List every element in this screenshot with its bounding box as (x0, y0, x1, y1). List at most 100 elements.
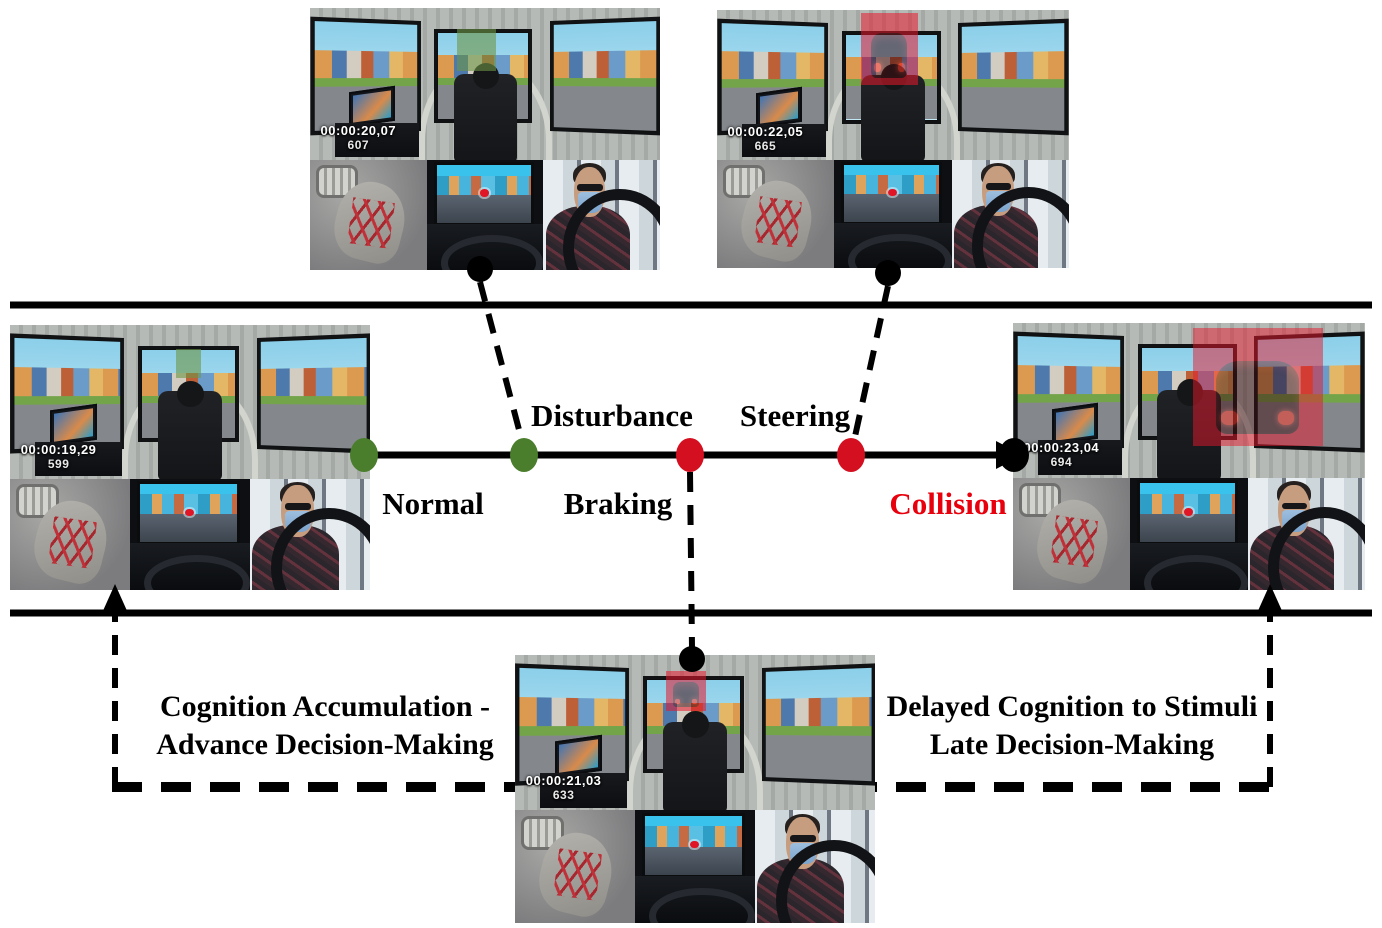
buildings (844, 175, 940, 195)
right-monitor (549, 16, 660, 136)
camera-strip (1013, 477, 1365, 590)
buildings (721, 51, 825, 80)
timestamp-time: 00:00:22,05 (727, 123, 804, 139)
camera-strip (10, 478, 370, 590)
road (844, 194, 940, 222)
timestamp-frame: 665 (754, 138, 777, 153)
glasses (284, 503, 312, 510)
road-view-camera (1130, 477, 1248, 590)
steering-wheel (440, 235, 544, 270)
gaze-dot (184, 508, 194, 517)
road (645, 846, 743, 875)
buildings (436, 175, 531, 196)
red-shoelaces (753, 195, 803, 247)
steering-wheel (271, 507, 370, 590)
timestamp-time: 00:00:21,03 (525, 772, 602, 788)
side-monitor (348, 85, 395, 128)
glasses (577, 184, 603, 191)
road-view-screen (642, 812, 746, 878)
steering-wheel (776, 840, 875, 923)
camera-strip (310, 159, 660, 270)
sim-scene (961, 23, 1065, 132)
sim-scene (553, 21, 656, 132)
dashboard (426, 223, 544, 270)
pedal-camera (717, 159, 835, 268)
buildings (645, 826, 743, 847)
right-monitor (958, 18, 1069, 136)
pedal-camera (10, 478, 130, 590)
driver-face-camera (755, 810, 875, 923)
side-monitor (554, 734, 602, 778)
side-monitor (755, 86, 802, 129)
steering-wheel (1144, 554, 1248, 590)
steering-wheel (649, 887, 755, 923)
timestamp-frame: 694 (1050, 455, 1073, 470)
buildings (314, 49, 417, 79)
road (1140, 513, 1236, 543)
road-view-screen (137, 480, 241, 546)
road-view-camera (834, 159, 952, 268)
timestamp-overlay: 00:00:20,07 607 (321, 123, 397, 152)
glasses (789, 835, 817, 842)
dashboard (1130, 542, 1248, 590)
car-silhouette (1215, 361, 1300, 435)
timestamp-overlay: 00:00:21,03 633 (526, 773, 602, 802)
red-shoelaces (47, 515, 98, 569)
timestamp-overlay: 00:00:23,04 694 (1024, 440, 1100, 469)
stimulus-highlight (1192, 328, 1323, 446)
red-shoelaces (1049, 515, 1099, 569)
steering-wheel (1267, 507, 1365, 590)
steering-wheel (848, 233, 952, 268)
road-view-camera (635, 810, 755, 923)
driver-face-camera (951, 159, 1069, 268)
right-monitor (761, 663, 875, 786)
desk-equipment (35, 441, 122, 477)
buildings (553, 49, 656, 79)
sim-photo-mid-left: 00:00:19,29 599 (10, 325, 370, 590)
side-monitor (49, 403, 97, 447)
camera-strip (515, 810, 875, 923)
desk-equipment (741, 123, 827, 158)
road-view-camera (426, 159, 544, 270)
sim-scene (260, 338, 366, 450)
stimulus-highlight (666, 671, 706, 712)
dashboard (130, 543, 250, 590)
pedal-camera (310, 159, 427, 270)
sim-scene (765, 668, 871, 782)
right-monitor (256, 333, 370, 455)
red-shoelaces (552, 848, 603, 902)
buildings (765, 697, 871, 727)
desk-equipment (1037, 440, 1123, 476)
road-view-screen (1137, 480, 1239, 546)
driver-face-camera (250, 478, 370, 590)
road (961, 87, 1065, 132)
glasses (1281, 502, 1308, 510)
dashboard (635, 875, 755, 923)
buildings (961, 51, 1065, 80)
sim-photo-top-left: 00:00:20,07 607 (310, 8, 660, 270)
buildings (140, 494, 238, 515)
driver-head (177, 380, 205, 408)
dashboard (834, 222, 952, 268)
road (765, 735, 871, 782)
buildings (519, 697, 625, 727)
stimulus-highlight (861, 12, 918, 85)
timestamp-frame: 607 (347, 138, 370, 153)
driver-face-camera (543, 159, 660, 270)
road (140, 514, 238, 543)
gaze-dot (888, 188, 897, 197)
buildings (14, 367, 120, 397)
red-shoelaces (346, 196, 395, 249)
road (553, 86, 656, 132)
pedal-camera (1013, 477, 1131, 590)
buildings (1017, 365, 1121, 395)
stimulus-highlight (175, 348, 201, 378)
buildings (1140, 493, 1236, 514)
timestamp-time: 00:00:19,29 (20, 441, 97, 457)
steering-wheel (144, 554, 250, 590)
timestamp-time: 00:00:20,07 (320, 123, 397, 139)
gaze-dot (689, 840, 699, 849)
pedal-camera (515, 810, 635, 923)
